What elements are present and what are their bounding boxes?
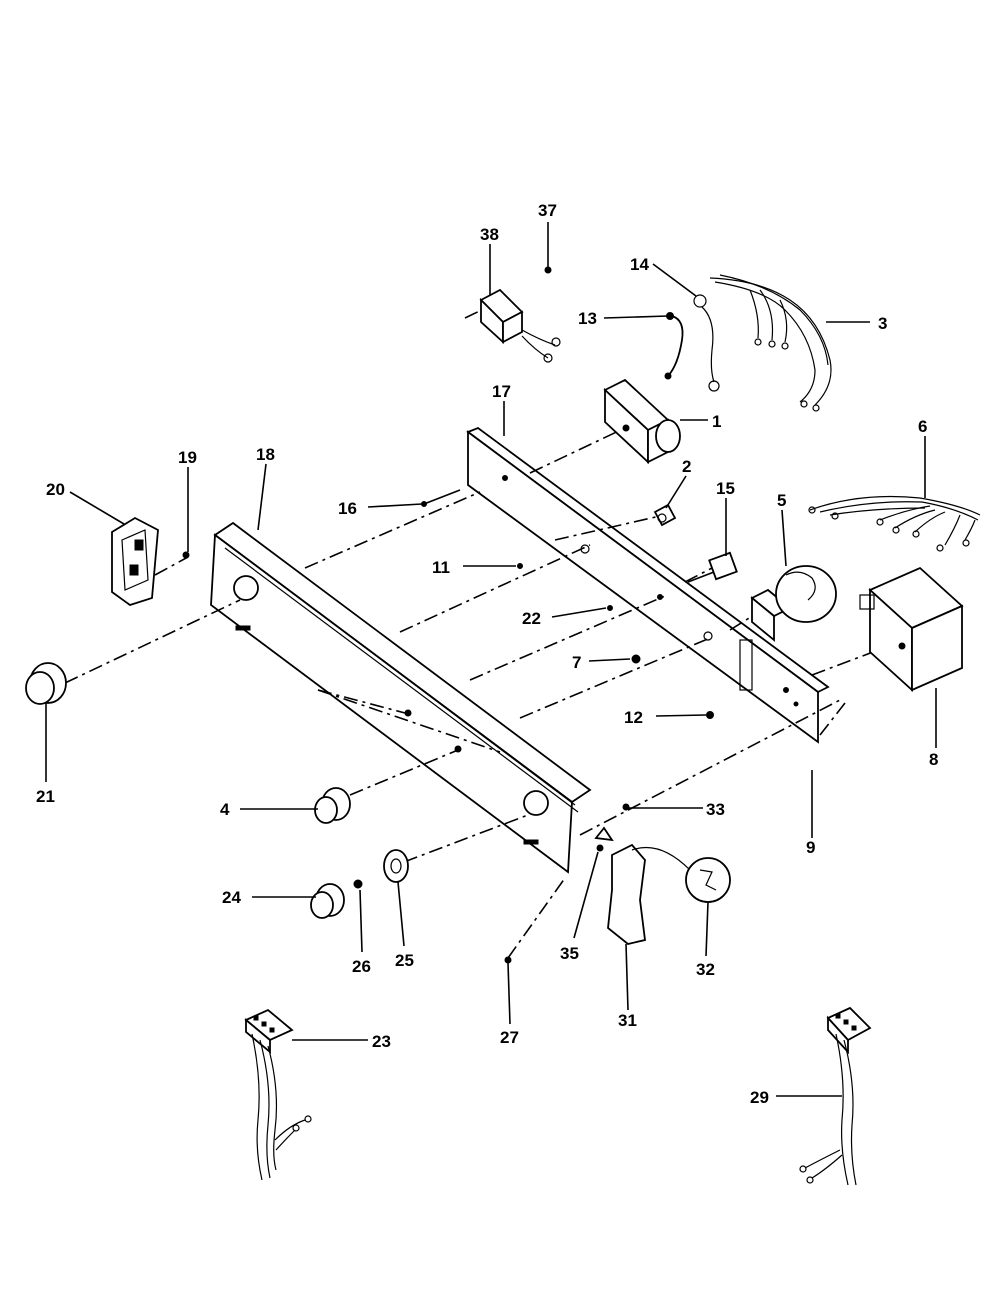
- door-switch-part: [111, 516, 190, 606]
- callout-4: 4: [220, 800, 230, 819]
- callout-35: 35: [560, 944, 579, 963]
- callout-3: 3: [878, 314, 887, 333]
- callout-21: 21: [36, 787, 55, 806]
- assembly-lines: [64, 305, 906, 959]
- motor-part: [750, 565, 837, 642]
- callout-31: 31: [618, 1011, 637, 1030]
- selector-switch-part: [687, 551, 738, 583]
- callout-20: 20: [46, 480, 65, 499]
- callout-8: 8: [929, 750, 938, 769]
- console-panel: [210, 521, 592, 874]
- callout-15: 15: [716, 479, 735, 498]
- callout-7: 7: [572, 653, 581, 672]
- callout-labels: 37 38 14 13 3 17 1 6 19 18 2 20 16 15 5 …: [36, 201, 938, 1107]
- callout-27: 27: [500, 1028, 519, 1047]
- switch-part: [653, 503, 677, 527]
- callout-38: 38: [480, 225, 499, 244]
- callout-6: 6: [918, 417, 927, 436]
- callout-16: 16: [338, 499, 357, 518]
- callout-18: 18: [256, 445, 275, 464]
- callout-25: 25: [395, 951, 414, 970]
- wire-harness-3-part: [709, 274, 832, 412]
- callout-17: 17: [492, 382, 511, 401]
- control-module-part: [479, 266, 561, 363]
- control-box-part: [859, 566, 964, 693]
- callout-33: 33: [706, 800, 725, 819]
- wire-harness-6-part: [808, 495, 981, 552]
- callout-5: 5: [777, 491, 786, 510]
- knob-4-part: [314, 709, 462, 824]
- callout-32: 32: [696, 960, 715, 979]
- lever-assembly-part: [594, 803, 731, 945]
- callout-1: 1: [712, 412, 721, 431]
- callout-11: 11: [432, 558, 450, 577]
- screw-27-part: [504, 956, 512, 964]
- timer-part: [603, 378, 681, 465]
- leader-lines: [45, 222, 937, 1097]
- callout-14: 14: [630, 255, 649, 274]
- callout-13: 13: [578, 309, 597, 328]
- knob-21-part: [25, 662, 67, 705]
- knob-24-assembly-part: [310, 849, 409, 919]
- callout-24: 24: [222, 888, 241, 907]
- screw-parts: [421, 489, 714, 719]
- wire-lead-parts: [664, 294, 720, 392]
- callout-12: 12: [624, 708, 643, 727]
- callout-37: 37: [538, 201, 557, 220]
- callout-2: 2: [682, 457, 691, 476]
- callout-22: 22: [522, 609, 541, 628]
- callout-9: 9: [806, 838, 815, 857]
- callout-23: 23: [372, 1032, 391, 1051]
- wire-harness-29-part: [799, 1006, 872, 1186]
- callout-26: 26: [352, 957, 371, 976]
- callout-29: 29: [750, 1088, 769, 1107]
- control-bracket: [466, 426, 830, 744]
- callout-19: 19: [178, 448, 197, 467]
- wire-harness-23-part: [244, 1008, 312, 1181]
